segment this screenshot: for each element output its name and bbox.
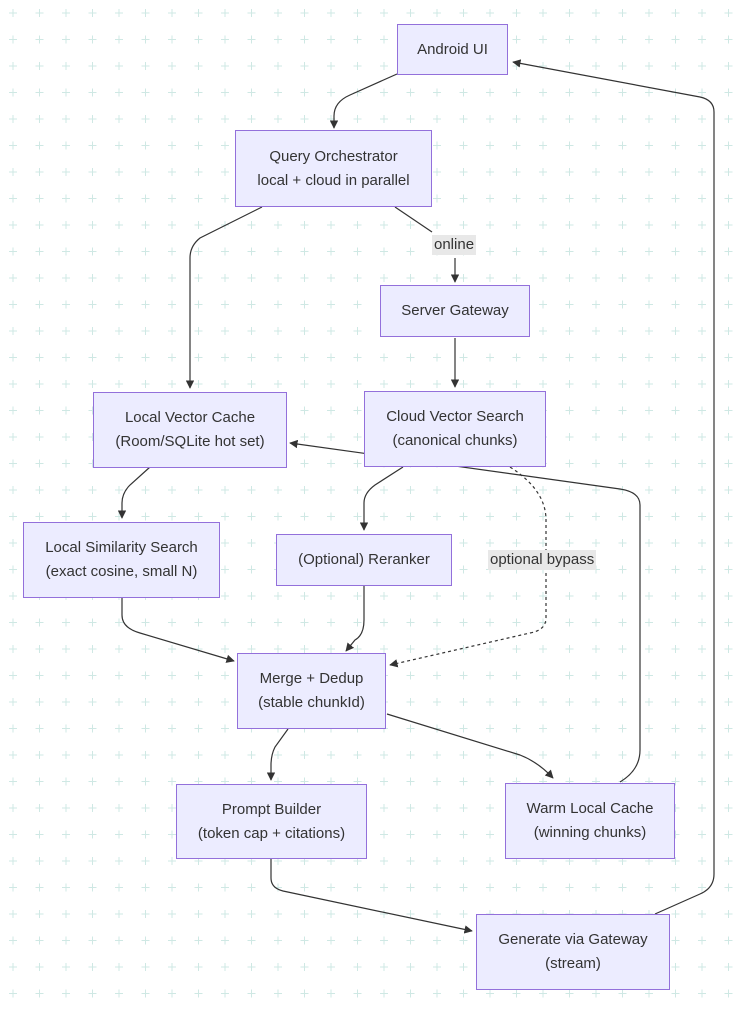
node-merge-dedup[interactable]: Merge + Dedup (stable chunkId): [237, 653, 386, 729]
edge-ui-to-orchestrator: [329, 73, 398, 129]
edge-cloud-to-reranker: [359, 466, 404, 531]
node-local-vector-cache[interactable]: Local Vector Cache (Room/SQLite hot set): [93, 392, 287, 468]
edge-local-cache-to-local-search: [117, 466, 151, 519]
node-optional-reranker[interactable]: (Optional) Reranker: [276, 534, 452, 586]
edge-local-search-to-merge: [121, 598, 235, 663]
node-android-ui[interactable]: Android UI: [397, 24, 508, 75]
node-sublabel: local + cloud in parallel: [257, 171, 410, 189]
node-query-orchestrator[interactable]: Query Orchestrator local + cloud in para…: [235, 130, 432, 207]
node-label: Android UI: [417, 40, 488, 58]
node-label: Local Vector Cache: [124, 409, 256, 426]
edge-warm-to-local-cache: [289, 439, 641, 783]
node-local-similarity-search[interactable]: Local Similarity Search (exact cosine, s…: [23, 522, 220, 598]
node-label: Local Similarity Search: [45, 539, 198, 556]
edge-orchestrator-to-gateway: [394, 206, 433, 233]
node-sublabel: (canonical chunks): [392, 432, 518, 449]
node-sublabel: (exact cosine, small N): [45, 563, 198, 580]
node-label: (Optional) Reranker: [298, 551, 430, 568]
node-label: Prompt Builder: [221, 800, 322, 818]
node-cloud-vector-search[interactable]: Cloud Vector Search (canonical chunks): [364, 391, 546, 467]
node-label: Query Orchestrator: [269, 147, 398, 165]
node-sublabel: (stable chunkId): [258, 694, 365, 711]
node-sublabel: (Room/SQLite hot set): [115, 433, 265, 450]
node-label: Warm Local Cache: [526, 800, 654, 817]
node-label: Generate via Gateway: [498, 931, 648, 948]
node-label: Cloud Vector Search: [386, 408, 524, 425]
edge-reranker-to-merge: [345, 586, 365, 652]
node-sublabel: (stream): [545, 955, 601, 972]
node-label: Server Gateway: [401, 302, 509, 319]
edge-prompt-to-generate: [270, 859, 473, 934]
edge-label-optional-bypass: optional bypass: [488, 550, 597, 570]
edge-merge-to-warm: [386, 713, 554, 779]
edge-orchestrator-to-local-cache: [185, 206, 263, 389]
node-prompt-builder[interactable]: Prompt Builder (token cap + citations): [176, 784, 367, 859]
node-label: Merge + Dedup: [259, 670, 364, 687]
node-sublabel: (winning chunks): [533, 824, 647, 841]
edge-generate-to-ui: [512, 59, 715, 915]
node-server-gateway[interactable]: Server Gateway: [380, 285, 530, 337]
node-warm-local-cache[interactable]: Warm Local Cache (winning chunks): [505, 783, 675, 859]
node-generate-via-gateway[interactable]: Generate via Gateway (stream): [476, 914, 670, 990]
edge-merge-to-prompt: [266, 728, 289, 781]
node-sublabel: (token cap + citations): [197, 824, 346, 842]
edge-label-online: online: [432, 235, 477, 255]
